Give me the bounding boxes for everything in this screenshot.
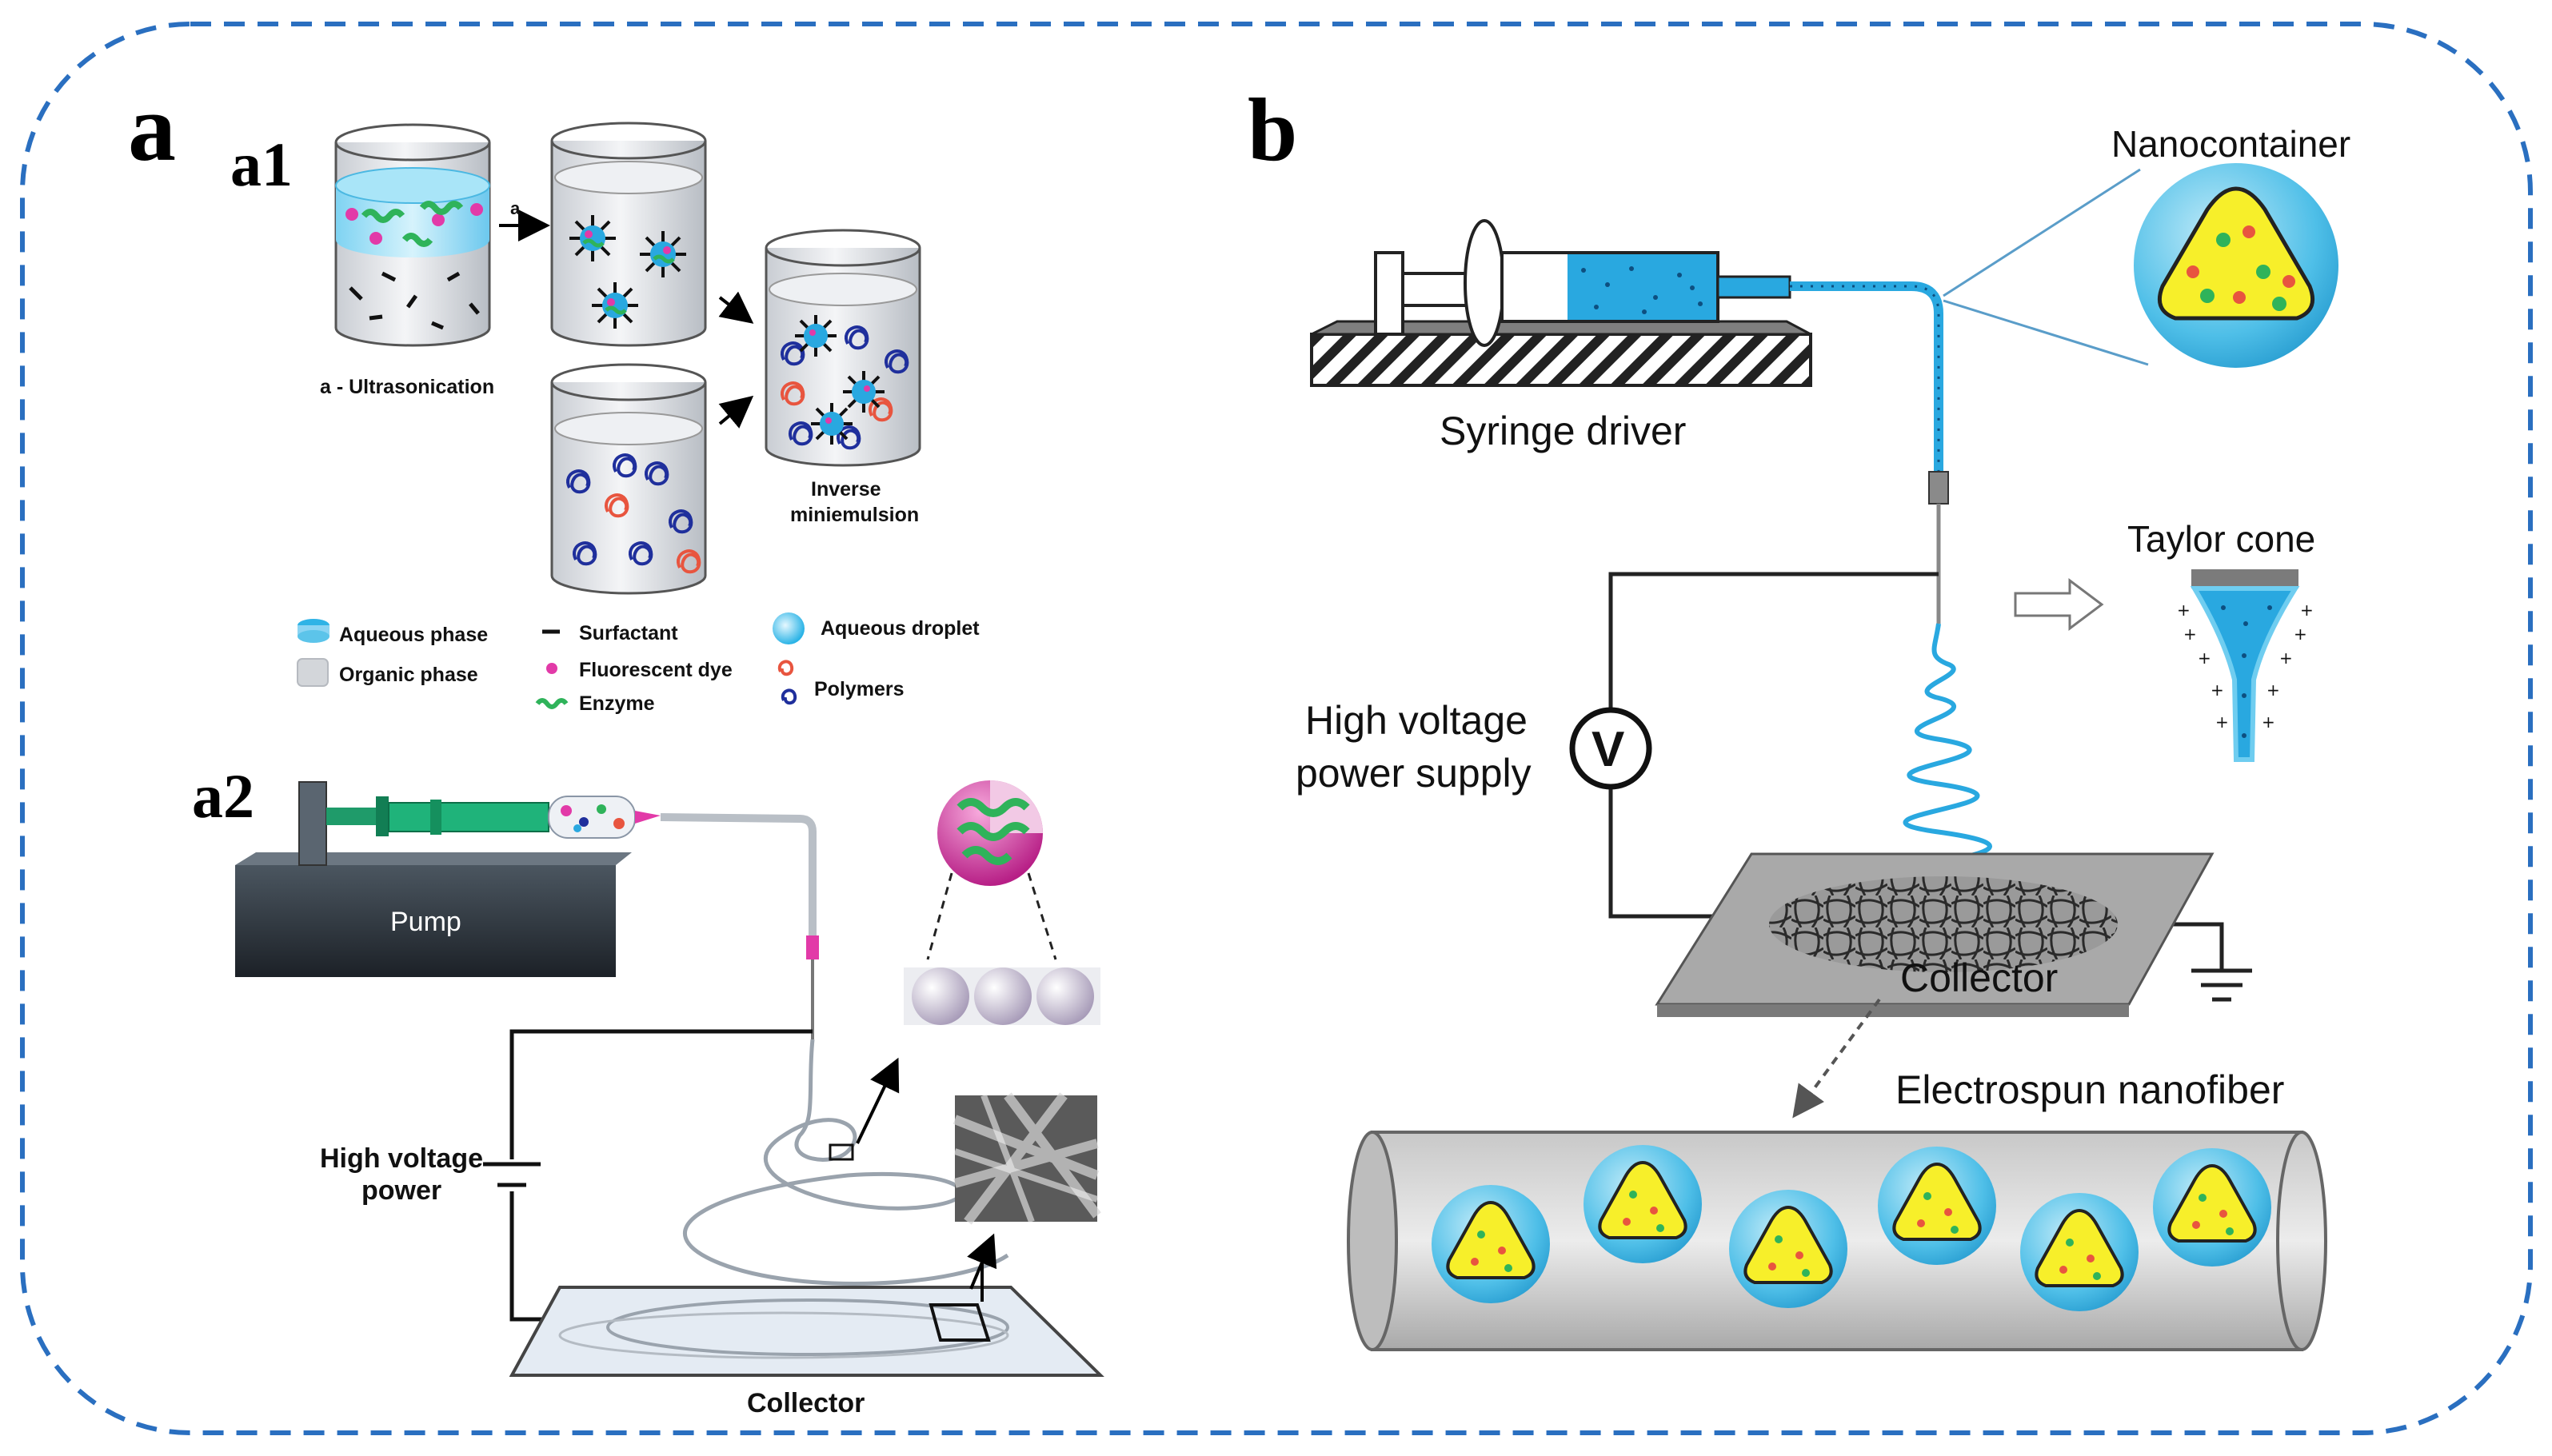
a2-sem-image — [953, 1092, 1101, 1225]
mix-arrow-lower — [718, 395, 754, 429]
a2-collector-label: Collector — [747, 1388, 865, 1418]
b-circuit — [1608, 572, 2252, 1002]
pump-assembly: Pump — [235, 781, 819, 1039]
a1-legend: Aqueous phase Organic phase Surfactant F… — [297, 612, 980, 715]
a2-power-line1: High voltage — [320, 1143, 483, 1174]
surfactant-droplet-1 — [569, 215, 616, 261]
inverse-caption-line1: Inverse — [811, 478, 881, 501]
hollow-arrow — [2014, 578, 2104, 631]
b-power-line2: power supply — [1296, 751, 1532, 796]
svg-text:+: + — [2215, 712, 2229, 732]
svg-text:+: + — [2211, 680, 2224, 700]
b-power-line1: High voltage — [1305, 698, 1528, 743]
legend-polymers: Polymers — [814, 678, 905, 700]
syringe-driver-label: Syringe driver — [1440, 409, 1686, 453]
b-collector-label: Collector — [1900, 955, 2058, 1000]
taylor-cone-illustration: +++++ +++++ — [2177, 569, 2314, 762]
svg-text:+: + — [2279, 648, 2293, 668]
panel-a-label: a — [128, 74, 176, 181]
svg-text:+: + — [2294, 624, 2307, 644]
legend-surfactant: Surfactant — [579, 622, 678, 644]
zoom-arrow-nanofiber — [1792, 998, 1881, 1119]
step-arrow-label: a — [510, 198, 521, 218]
legend-aqueous-droplet: Aqueous droplet — [821, 617, 980, 640]
ultrasonication-caption: a - Ultrasonication — [320, 376, 494, 398]
beaker-aqueous-organic — [334, 123, 491, 347]
b-collector-plate — [1655, 852, 2215, 1017]
legend-aqueous-phase: Aqueous phase — [339, 624, 488, 646]
legend-enzyme: Enzyme — [579, 692, 655, 715]
pump-body — [235, 865, 616, 977]
syringe-driver — [1310, 219, 1949, 624]
svg-text:+: + — [2177, 600, 2191, 620]
nanocontainer-illustration — [2134, 163, 2338, 368]
svg-text:+: + — [2300, 600, 2314, 620]
voltmeter: V — [1569, 707, 1652, 790]
dashed-frame — [20, 22, 2533, 1435]
fiber-nanocontainers — [1432, 1145, 2271, 1311]
beaker-polymers — [550, 363, 707, 595]
legend-organic-phase: Organic phase — [339, 664, 478, 686]
a2-sphere-zoom — [904, 780, 1100, 1025]
pump-label: Pump — [390, 907, 461, 937]
nanocontainer-label: Nanocontainer — [2111, 123, 2350, 165]
a2-jet — [682, 1039, 1009, 1286]
surfactant-droplet-2 — [640, 231, 686, 277]
taylor-cone-label: Taylor cone — [2127, 518, 2315, 560]
panel-a2-label: a2 — [192, 761, 254, 831]
a2-collector-plate — [509, 1233, 1104, 1377]
mix-arrow-upper — [718, 291, 754, 324]
beaker-droplets — [550, 122, 707, 347]
svg-text:+: + — [2266, 680, 2280, 700]
nanofiber-label: Electrospun nanofiber — [1895, 1067, 2284, 1112]
svg-text:+: + — [2183, 624, 2197, 644]
svg-text:+: + — [2262, 712, 2275, 732]
a2-power-line2: power — [361, 1175, 441, 1206]
panel-a1-label: a1 — [230, 130, 293, 199]
legend-fluorescent-dye: Fluorescent dye — [579, 659, 733, 681]
inverse-caption-line2: miniemulsion — [790, 504, 919, 526]
panel-b-label: b — [1248, 81, 1297, 180]
beaker-inverse-miniemulsion — [765, 229, 921, 467]
surfactant-droplet-3 — [592, 282, 638, 329]
voltmeter-symbol: V — [1592, 722, 1624, 777]
svg-text:+: + — [2198, 648, 2211, 668]
